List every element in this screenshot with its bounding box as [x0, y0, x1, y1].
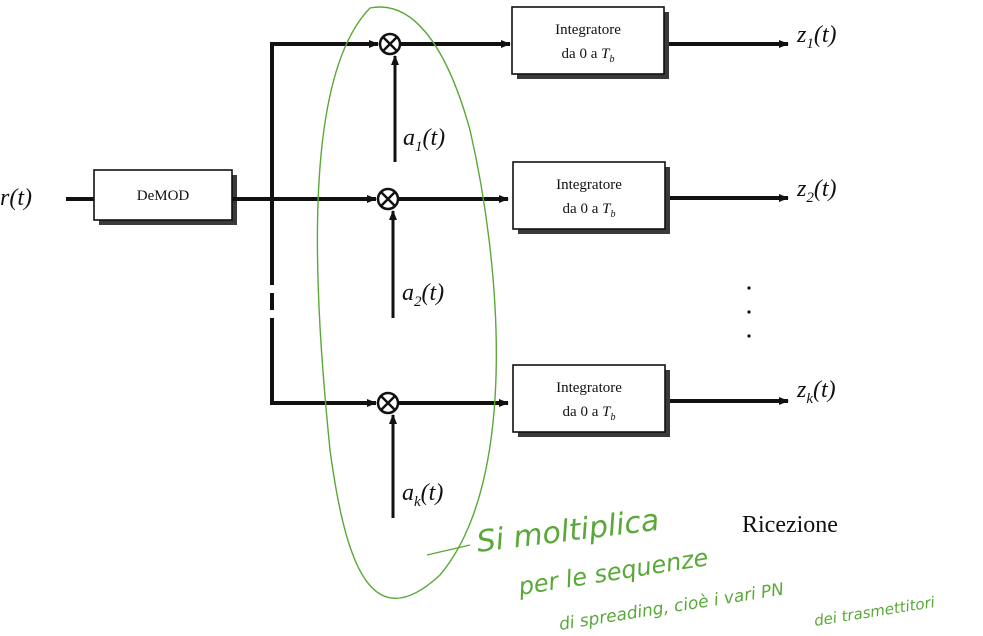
integrator-2-line1: Integratore: [556, 177, 622, 193]
input-signal-label: r(t): [0, 185, 32, 211]
integrator-2-line2: da 0 a Tb: [563, 201, 616, 220]
vertical-ellipsis: [747, 286, 751, 338]
integrator-k-line1: Integratore: [556, 380, 622, 396]
branch-1-code-label: a1(t): [403, 125, 445, 155]
integrator-k-block: [512, 364, 666, 433]
annotation-ellipse: [316, 6, 497, 599]
annotation-line-2: per le sequenze: [516, 543, 711, 601]
annotation-line-4: dei trasmettitori: [813, 593, 937, 630]
branch-2: a2(t) Integratore da 0 a Tb z2(t): [270, 161, 837, 318]
branch-1-output-label: z1(t): [796, 22, 837, 52]
integrator-1-block: [511, 6, 665, 75]
annotation-pointer: [426, 544, 471, 556]
demod-block: [93, 169, 233, 221]
branch-k-multiplier-icon: [376, 391, 400, 415]
branch-k-code-label: ak(t): [402, 480, 443, 510]
integrator-1-line2: da 0 a Tb: [562, 46, 615, 65]
branch-1-multiplier-icon: [378, 32, 402, 56]
annotation-line-1: Si moltiplica: [475, 503, 661, 560]
integrator-1-line1: Integratore: [555, 22, 621, 38]
branch-1: a1(t) Integratore da 0 a Tb z1(t): [270, 6, 837, 162]
integrator-2-block: [512, 161, 666, 230]
integrator-k-line2: da 0 a Tb: [563, 404, 616, 423]
demod-label: DeMOD: [137, 188, 190, 204]
branch-2-multiplier-icon: [376, 187, 400, 211]
branch-k-output-label: zk(t): [796, 377, 836, 407]
branch-2-output-label: z2(t): [796, 176, 837, 206]
figure-caption: Ricezione: [742, 512, 838, 538]
branch-2-code-label: a2(t): [402, 280, 444, 310]
branch-k: ak(t) Integratore da 0 a Tb zk(t): [270, 364, 836, 518]
handwritten-annotation: Si moltiplica per le sequenze di spreadi…: [316, 6, 937, 635]
